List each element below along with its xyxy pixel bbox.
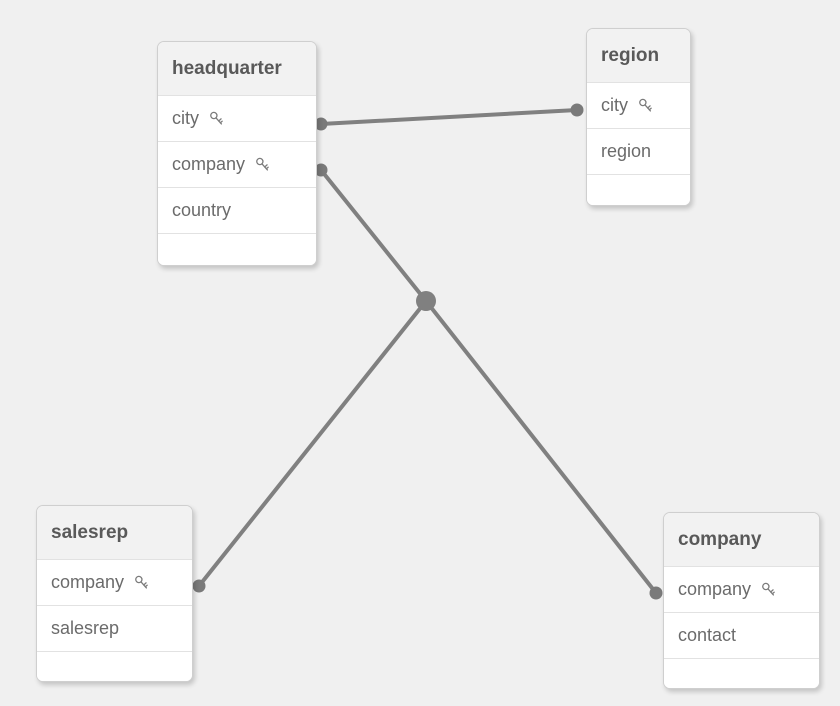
key-icon — [133, 574, 151, 592]
table-title-salesrep: salesrep — [37, 506, 192, 560]
link-endpoint-node[interactable] — [570, 103, 584, 117]
table-empty-row — [158, 234, 316, 265]
table-card-headquarter[interactable]: headquarter city company country — [157, 41, 317, 266]
table-title-headquarter: headquarter — [158, 42, 316, 96]
key-icon — [254, 156, 272, 174]
field-row[interactable]: region — [587, 129, 690, 175]
table-empty-row — [664, 659, 819, 688]
field-name: region — [601, 141, 652, 161]
field-name: country — [172, 200, 232, 220]
table-card-region[interactable]: region city region — [586, 28, 691, 206]
relationship-link[interactable] — [197, 299, 428, 588]
key-icon — [760, 581, 778, 599]
link-endpoint-node[interactable] — [192, 579, 206, 593]
relationship-link[interactable] — [319, 108, 579, 126]
table-title-company: company — [664, 513, 819, 567]
field-name: company — [678, 579, 752, 599]
field-row[interactable]: city — [587, 83, 690, 129]
field-row[interactable]: company — [664, 567, 819, 613]
key-icon — [208, 110, 226, 128]
field-row[interactable]: company — [158, 142, 316, 188]
table-card-company[interactable]: company company contact — [663, 512, 820, 689]
field-row[interactable]: city — [158, 96, 316, 142]
relationship-link[interactable] — [319, 168, 658, 595]
table-empty-row — [37, 652, 192, 681]
field-row[interactable]: company — [37, 560, 192, 606]
link-junction-node[interactable] — [416, 291, 436, 311]
field-name: city — [172, 108, 199, 128]
field-name: contact — [678, 625, 737, 645]
field-name: company — [172, 154, 246, 174]
link-endpoint-node[interactable] — [649, 586, 663, 600]
field-name: salesrep — [51, 618, 120, 638]
field-row[interactable]: contact — [664, 613, 819, 659]
field-name: company — [51, 572, 125, 592]
field-row[interactable]: salesrep — [37, 606, 192, 652]
field-name: city — [601, 95, 628, 115]
table-card-salesrep[interactable]: salesrep company salesrep — [36, 505, 193, 682]
table-title-region: region — [587, 29, 690, 83]
table-empty-row — [587, 175, 690, 205]
key-icon — [637, 97, 655, 115]
field-row[interactable]: country — [158, 188, 316, 234]
